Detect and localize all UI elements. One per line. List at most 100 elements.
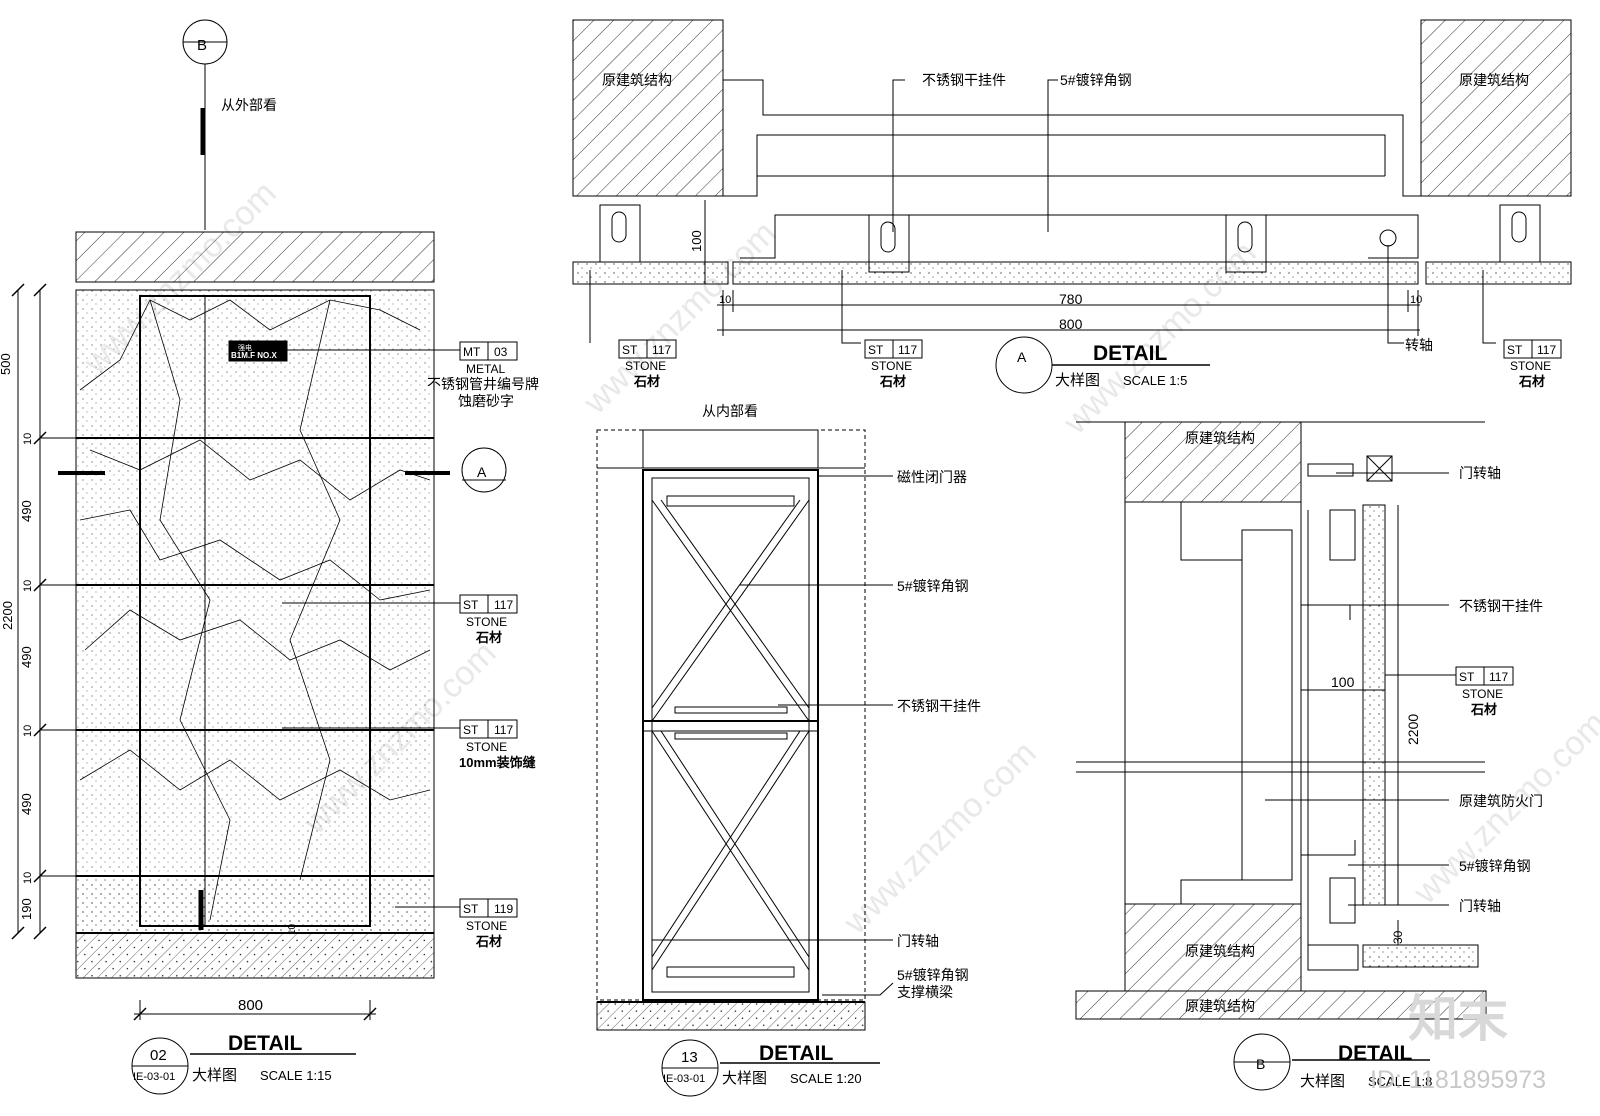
label-angle: 5#镀锌角钢: [1459, 858, 1531, 874]
dim-490: 490: [19, 646, 34, 668]
tag-desc: 石材: [1518, 374, 1545, 389]
dim-800: 800: [238, 997, 263, 1014]
tag-type: STONE: [466, 615, 507, 629]
dim-30: 30: [1391, 930, 1405, 944]
tag-type: STONE: [625, 359, 666, 373]
detail-subtitle: 大样图: [1300, 1073, 1345, 1090]
detail-b-text: 原建筑结构 原建筑结构 原建筑结构 门转轴 不锈钢干挂件 原建筑防火门 5#镀锌…: [1185, 430, 1543, 1090]
view-note-inside: 从内部看: [702, 403, 758, 419]
detail-subtitle: 大样图: [1055, 372, 1100, 389]
tag-type: STONE: [1462, 687, 1503, 701]
detail-subtitle: 大样图: [722, 1070, 767, 1087]
detail-a: [572, 19, 1572, 394]
dim-490: 490: [19, 500, 34, 522]
floor: [75, 932, 435, 979]
label-fire-door: 原建筑防火门: [1459, 793, 1543, 809]
tag-type: STONE: [871, 359, 912, 373]
floor: [596, 1001, 866, 1031]
dim-2200: 2200: [1405, 714, 1421, 745]
callout-number: 13: [681, 1049, 698, 1066]
door-frame: [642, 469, 819, 1001]
detail-scale: SCALE 1:8: [1368, 1074, 1432, 1089]
dim-10: 10: [22, 872, 34, 884]
dim-780: 780: [1059, 291, 1083, 307]
tag-num: 117: [494, 598, 513, 612]
tag-desc: 不锈钢管井编号牌: [427, 376, 539, 392]
label-pivot: 门转轴: [1459, 898, 1501, 914]
tag-code: ST: [1459, 670, 1475, 684]
detail-02: [11, 19, 518, 1095]
structure-left: [572, 19, 724, 197]
tag-num: 117: [1489, 670, 1508, 684]
label-structure: 原建筑结构: [602, 72, 672, 88]
tag-type: METAL: [466, 362, 505, 376]
tag-desc: 蚀磨砂字: [458, 393, 514, 409]
label-pivot: 门转轴: [1459, 465, 1501, 481]
detail-13-text: 从内部看 磁性闭门器 5#镀锌角钢 不锈钢干挂件 门转轴 5#镀锌角钢 支撑横梁…: [663, 403, 981, 1087]
detail-02-text: B 从外部看 A 强电 B1M.F NO.X 500 10 490 10 490…: [0, 37, 539, 1084]
plate-label: B1M.F NO.X: [231, 351, 277, 360]
view-note-outside: 从外部看: [221, 97, 277, 113]
ceiling-structure: [75, 231, 435, 283]
detail-title: DETAIL: [1093, 342, 1167, 365]
dim-100: 100: [689, 230, 704, 252]
tag-desc: 石材: [1470, 702, 1497, 717]
detail-scale: SCALE 1:20: [790, 1071, 862, 1086]
dim-10: 10: [22, 725, 34, 737]
tag-code: ST: [1507, 343, 1523, 357]
tag-code: ST: [463, 902, 479, 916]
tag-desc: 石材: [475, 934, 502, 949]
detail-a-text: 原建筑结构 原建筑结构 不锈钢干挂件 5#镀锌角钢 100 10 10 780 …: [602, 72, 1556, 389]
dim-10: 10: [1410, 294, 1422, 306]
detail-subtitle: 大样图: [192, 1067, 237, 1084]
dim-490: 490: [19, 793, 34, 815]
label-door-closer: 磁性闭门器: [897, 469, 967, 485]
callout-sheet: IE-03-01: [133, 1071, 175, 1083]
label-structure: 原建筑结构: [1185, 998, 1255, 1014]
dim-10: 10: [22, 433, 34, 445]
dim-small: 10: [287, 923, 298, 935]
structure-right: [1420, 19, 1572, 197]
dim-2200: 2200: [0, 601, 15, 630]
label-beam: 支撑横梁: [897, 984, 953, 1000]
detail-callout-a: [995, 336, 1053, 394]
watermark-text: www.znzmo.com: [576, 214, 784, 422]
structure-floor: [1075, 990, 1487, 1020]
structure-top: [1124, 421, 1302, 503]
callout-number: 02: [150, 1047, 167, 1064]
tag-type: STONE: [466, 740, 507, 754]
dim-100: 100: [1331, 674, 1355, 690]
detail-scale: SCALE 1:15: [260, 1068, 332, 1083]
detail-title: DETAIL: [759, 1042, 833, 1065]
marker-a-label: A: [477, 464, 487, 480]
label-hanger: 不锈钢干挂件: [922, 72, 1006, 88]
label-structure: 原建筑结构: [1185, 430, 1255, 446]
dim-500: 500: [0, 353, 13, 375]
tag-num: 117: [494, 723, 513, 737]
dim-800: 800: [1059, 316, 1083, 332]
label-angle: 5#镀锌角钢: [1060, 72, 1132, 88]
label-structure: 原建筑结构: [1185, 943, 1255, 959]
tag-num: 117: [652, 343, 671, 357]
tag-desc: 石材: [475, 630, 502, 645]
brand-watermark: 知末: [1408, 990, 1508, 1048]
detail-scale: SCALE 1:5: [1123, 373, 1187, 388]
label-pivot: 门转轴: [897, 933, 939, 949]
dim-10: 10: [719, 294, 731, 306]
tag-code: ST: [463, 598, 479, 612]
tag-desc: 石材: [633, 374, 660, 389]
marker-b-label: B: [197, 37, 207, 54]
label-hanger: 不锈钢干挂件: [1459, 598, 1543, 614]
tag-code: ST: [622, 343, 638, 357]
callout-sheet: IE-03-01: [663, 1073, 705, 1085]
detail-13: [596, 429, 894, 1097]
structure-bottom: [1124, 903, 1302, 992]
detail-title: DETAIL: [228, 1032, 302, 1055]
tag-type: STONE: [1510, 359, 1551, 373]
tag-num: 03: [494, 345, 508, 359]
tag-num: 117: [898, 343, 917, 357]
callout-letter: A: [1017, 349, 1027, 365]
tag-num: 119: [494, 902, 513, 916]
tag-type: STONE: [466, 919, 507, 933]
